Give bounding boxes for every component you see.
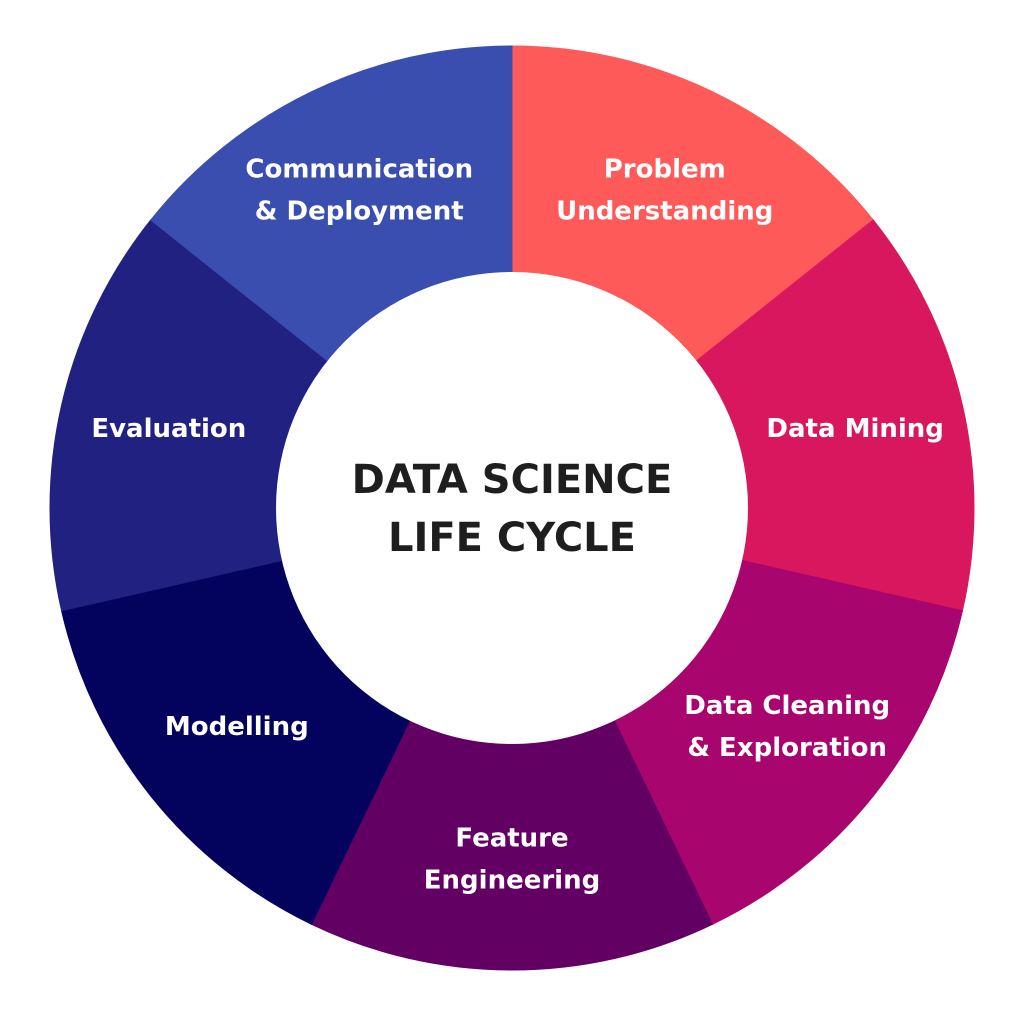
segment-label-communication-deployment-2: & Deployment — [255, 196, 464, 226]
segment-label-communication-deployment-1: Communication — [245, 154, 473, 184]
segment-label-data-cleaning-1: Data Cleaning — [684, 691, 890, 721]
center-title-line-1: DATA SCIENCE — [352, 457, 673, 503]
segment-label-feature-engineering-2: Engineering — [424, 866, 600, 896]
segment-label-data-cleaning-2: & Exploration — [687, 733, 887, 763]
segment-label-evaluation-1: Evaluation — [91, 414, 246, 444]
center-circle — [276, 272, 748, 744]
segment-label-problem-understanding-2: Understanding — [556, 196, 773, 226]
center-title-line-2: LIFE CYCLE — [388, 515, 636, 561]
segment-label-problem-understanding-1: Problem — [604, 154, 726, 184]
segment-label-feature-engineering-1: Feature — [455, 824, 568, 854]
segment-label-data-mining-1: Data Mining — [766, 414, 943, 444]
segment-label-modelling-1: Modelling — [165, 712, 309, 742]
